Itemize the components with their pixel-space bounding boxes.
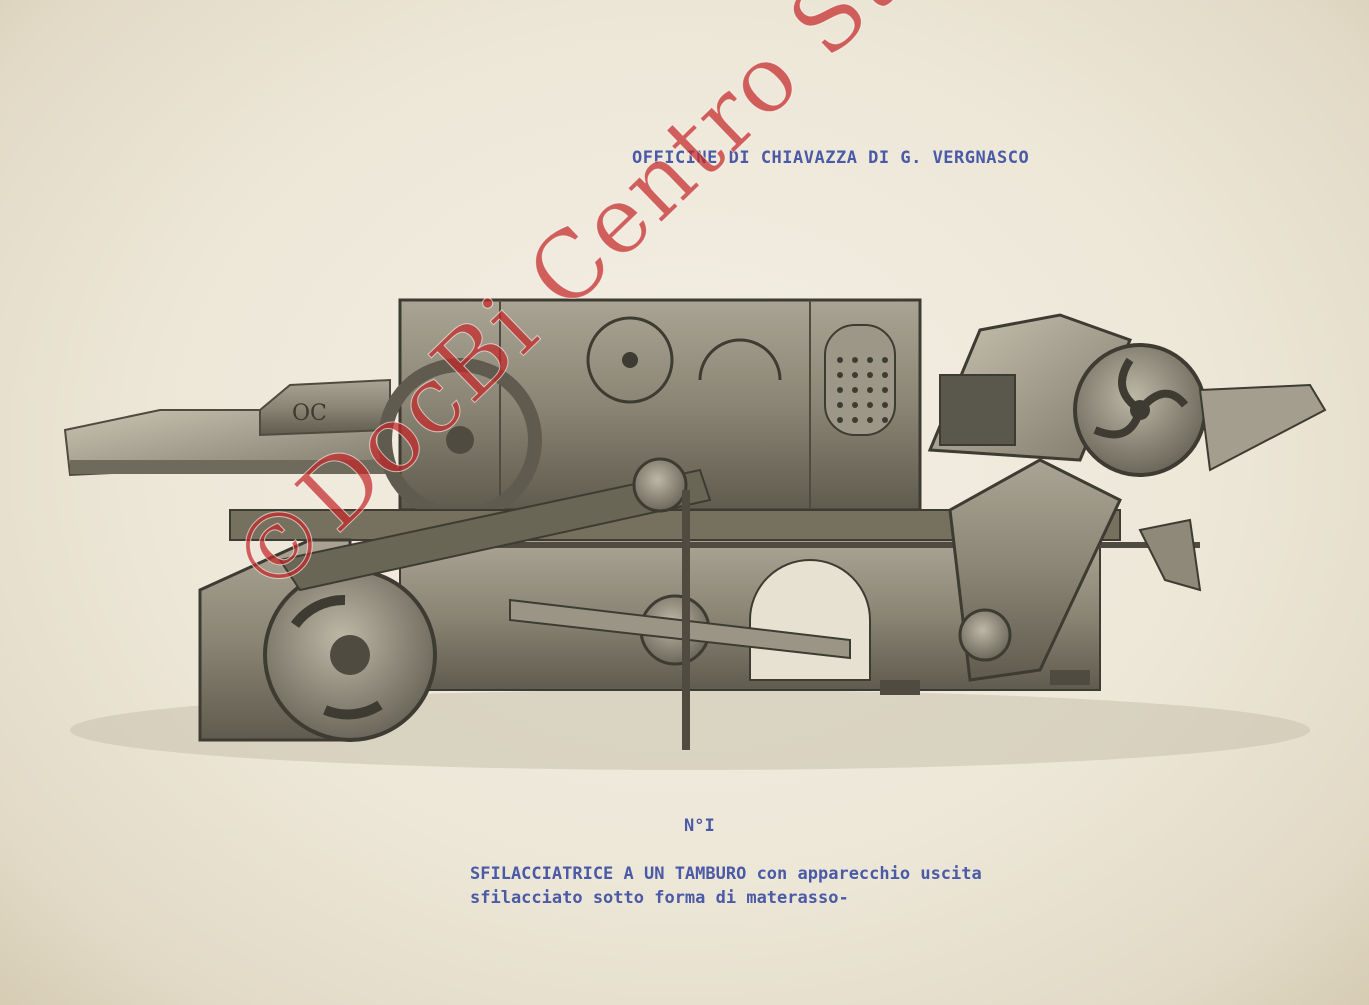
small-pulley xyxy=(632,457,688,513)
output-conveyor xyxy=(1198,383,1327,472)
connecting-rod xyxy=(509,598,851,660)
caption-line-2: sfilacciato sotto forma di materasso- xyxy=(470,888,849,908)
company-header: OFFICINE DI CHIAVAZZA DI G. VERGNASCO xyxy=(632,148,1030,168)
drive-belt xyxy=(278,468,712,592)
svg-text:OC: OC xyxy=(292,401,327,426)
caption-line-1: SFILACCIATRICE A UN TAMBURO con apparecc… xyxy=(470,864,982,884)
drum-cover xyxy=(586,316,674,404)
machine-photo: OC xyxy=(63,298,1327,770)
perforated-door xyxy=(824,324,896,436)
lower-output-gear xyxy=(958,608,1012,662)
feed-table-rail xyxy=(70,460,390,474)
output-chute xyxy=(1138,518,1202,592)
output-window xyxy=(939,374,1016,446)
plate-number: N°I xyxy=(684,816,715,836)
support-leg xyxy=(682,490,690,750)
